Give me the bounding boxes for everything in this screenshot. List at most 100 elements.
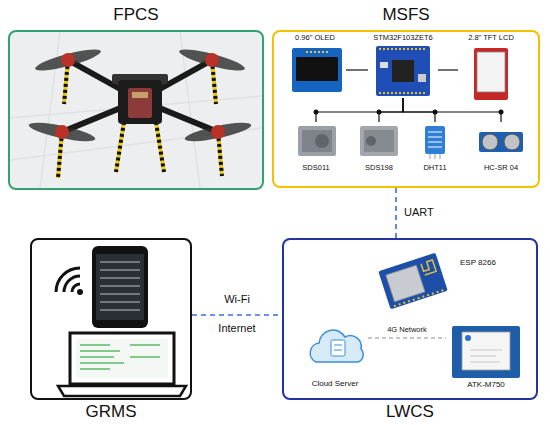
wifi-module-picture — [386, 265, 425, 302]
component-block: SDS198 — [355, 122, 403, 174]
drone-photo — [10, 32, 262, 188]
drone-photo — [116, 122, 124, 172]
tft-lcd-picture — [477, 52, 505, 92]
component-block: 2.8" TFT LCD — [458, 34, 524, 102]
humidity-sensor-picture — [430, 154, 440, 159]
drone-photo — [116, 122, 124, 172]
component-label: SDS011 — [292, 164, 340, 173]
drone-photo — [156, 122, 164, 172]
wire-line — [403, 98, 501, 122]
wire-line — [403, 98, 435, 122]
component-block: SDS011 — [292, 122, 340, 174]
drone-photo — [61, 53, 75, 67]
component-block: STM32F103ZET6 — [368, 34, 438, 98]
mcu-board-picture — [380, 62, 388, 68]
mcu-board-picture — [418, 74, 426, 82]
laptop-picture — [76, 339, 168, 378]
drone-photo — [27, 119, 96, 145]
component-label: ESP 8266 — [460, 258, 508, 267]
dust-sensor-picture — [364, 130, 394, 152]
cloud-server-icon — [334, 345, 342, 350]
box-title: FPCS — [8, 5, 264, 25]
component-block: Cloud Server — [302, 318, 368, 390]
wire-line — [316, 98, 403, 122]
box-title: MSFS — [272, 5, 540, 25]
subsystem-box: MSFS0.96" OLEDSTM32F103ZET62.8" TFT LCDS… — [272, 30, 540, 188]
drone-photo — [156, 122, 164, 172]
phone-picture — [96, 254, 144, 320]
mcu-board-picture — [379, 49, 427, 93]
dust-sensor-picture — [302, 130, 332, 152]
link-line — [368, 337, 446, 338]
bus-junction-dot — [377, 110, 382, 115]
bus-junction-dot — [433, 110, 438, 115]
component-block: ATK-M750 — [446, 322, 526, 392]
wifi-symbol — [77, 289, 83, 295]
humidity-sensor-picture — [425, 126, 445, 154]
phone-picture — [92, 246, 148, 328]
oled-display-picture — [306, 51, 328, 53]
cloud-server-icon — [331, 340, 345, 356]
oled-display-picture — [296, 57, 338, 81]
component-label: ATK-M750 — [446, 380, 526, 389]
subsystem-box: LWCSESP 8266Cloud ServerATK-M750 — [282, 238, 538, 400]
wire-line — [438, 69, 458, 70]
edge-label: UART — [404, 206, 434, 219]
drone-photo — [10, 32, 262, 188]
wifi-symbol — [56, 268, 80, 292]
component-label: SDS198 — [355, 164, 403, 173]
mcu-board-picture — [376, 46, 430, 96]
bus-junction-dot — [499, 110, 504, 115]
ultrasonic-sensor-picture — [504, 134, 520, 150]
drone-photo — [55, 125, 69, 139]
wire-line — [346, 69, 368, 70]
bus-junction-dot — [314, 110, 504, 115]
tft-lcd-picture — [474, 48, 508, 100]
link-line — [395, 188, 397, 238]
drone-photo — [205, 53, 219, 67]
edge-label: Wi-Fi — [187, 293, 287, 306]
drone-photo — [178, 45, 247, 74]
component-block: HC-SR 04 — [475, 122, 527, 174]
mcu-board-picture — [376, 46, 430, 96]
subsystem-box: GRMS — [30, 238, 192, 400]
ultrasonic-sensor-picture — [479, 132, 523, 152]
laptop-picture — [80, 345, 160, 369]
wifi-module-picture — [394, 290, 443, 306]
component-block: 0.96" OLED — [284, 34, 346, 98]
humidity-sensor-picture — [428, 132, 442, 147]
edge-label: 4G Network — [357, 326, 457, 335]
dust-sensor-picture — [360, 126, 398, 156]
ultrasonic-sensor-picture — [479, 132, 523, 152]
component-block: DHT11 — [415, 122, 455, 174]
wire-line — [379, 98, 403, 122]
drone-photo — [118, 80, 162, 124]
drone-photo — [10, 32, 262, 188]
drone-photo — [34, 45, 103, 74]
ultrasonic-sensor-picture — [482, 134, 498, 150]
component-label: DHT11 — [415, 164, 455, 173]
component-block: ESP 8266 — [378, 248, 508, 312]
oled-display-picture — [292, 48, 342, 92]
wifi-module-picture — [378, 253, 447, 310]
phone-picture — [92, 246, 148, 328]
dust-sensor-picture — [366, 136, 376, 146]
cloud-server-icon — [310, 330, 363, 362]
drone-photo — [128, 88, 152, 118]
dust-sensor-picture — [298, 126, 336, 156]
4g-module-picture — [465, 335, 471, 341]
dust-sensor-picture — [298, 126, 336, 156]
component-label: STM32F103ZET6 — [362, 34, 444, 43]
box-title: LWCS — [282, 402, 538, 422]
drone-photo — [183, 119, 252, 145]
box-title: GRMS — [30, 402, 192, 422]
dust-sensor-picture — [315, 134, 329, 148]
humidity-sensor-picture — [425, 126, 445, 159]
4g-module-picture — [452, 326, 520, 378]
component-label: Cloud Server — [298, 379, 372, 388]
phone-picture — [100, 262, 140, 310]
laptop-picture — [58, 386, 186, 396]
